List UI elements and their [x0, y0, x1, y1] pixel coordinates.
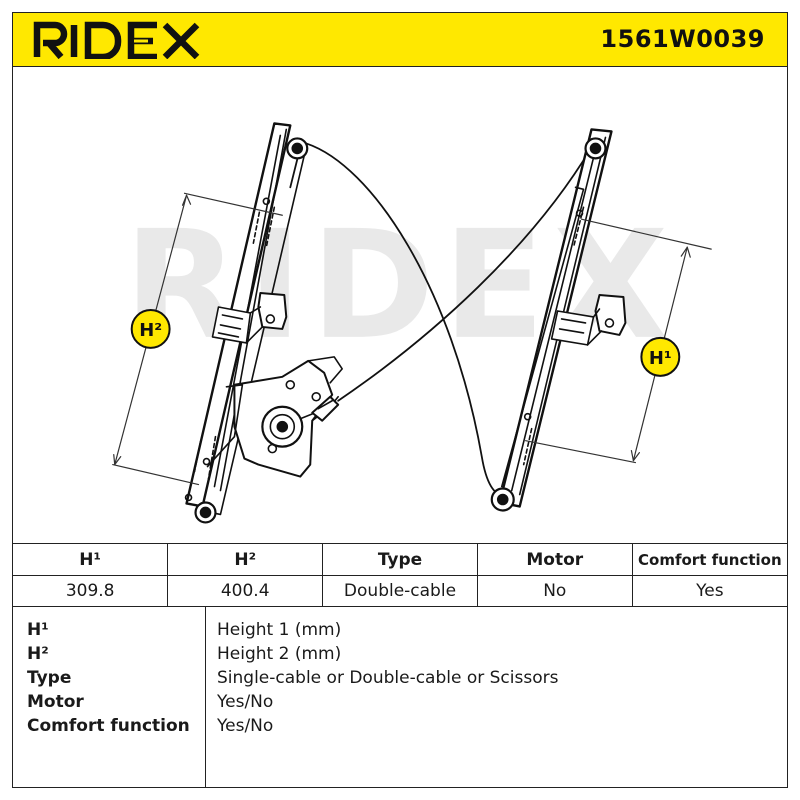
spec-header-h1: H¹ [13, 543, 169, 576]
spec-value-h2: 400.4 [167, 575, 324, 607]
product-sheet: 1561W0039 RIDEX [12, 12, 788, 788]
spec-header-comfort: Comfort function [631, 543, 787, 576]
legend-row: H² Height 2 (mm) [13, 644, 787, 668]
legend-key: H¹ [27, 620, 49, 640]
left-bottom-pulley [184, 493, 217, 524]
legend-value: Single-cable or Double-cable or Scissors [217, 668, 559, 688]
left-glass-clamp [211, 292, 288, 344]
legend-key: Type [27, 668, 72, 688]
legend-value: Yes/No [217, 692, 274, 712]
cable-drum [261, 395, 340, 448]
product-drawing: RIDEX [112, 122, 712, 524]
legend-key: H² [27, 644, 49, 664]
h1-badge-label: H¹ [649, 348, 672, 369]
spec-header-h2: H² [167, 543, 324, 576]
left-top-pulley [286, 137, 309, 160]
spec-value-comfort: Yes [631, 575, 787, 607]
spec-value-row: 309.8 400.4 Double-cable No Yes [13, 575, 787, 607]
legend: H¹ Height 1 (mm) H² Height 2 (mm) Type S… [13, 606, 787, 787]
watermark: RIDEX [124, 199, 677, 373]
legend-value: Height 1 (mm) [217, 620, 342, 640]
spec-header-row: H¹ H² Type Motor Comfort function [13, 543, 787, 576]
spec-value-type: Double-cable [322, 575, 478, 607]
legend-row: H¹ Height 1 (mm) [13, 620, 787, 644]
part-number: 1561W0039 [600, 25, 765, 53]
legend-value: Height 2 (mm) [217, 644, 342, 664]
legend-key: Motor [27, 692, 84, 712]
legend-row: Motor Yes/No [13, 692, 787, 716]
h2-badge-label: H² [139, 320, 162, 341]
spec-table: H¹ H² Type Motor Comfort function 309.8 … [13, 543, 787, 607]
legend-row: Type Single-cable or Double-cable or Sci… [13, 668, 787, 692]
legend-key: Comfort function [27, 716, 190, 736]
spec-value-motor: No [476, 575, 633, 607]
right-bottom-pulley [490, 487, 515, 512]
cables [289, 142, 593, 496]
h2-badge: H² [130, 308, 171, 349]
right-glass-clamp [550, 294, 627, 346]
legend-divider [205, 606, 206, 787]
legend-row: Comfort function Yes/No [13, 716, 787, 740]
spec-header-type: Type [322, 543, 478, 576]
legend-value: Yes/No [217, 716, 274, 736]
ridex-logo [33, 21, 200, 59]
right-top-pulley [584, 137, 607, 160]
spec-value-h1: 309.8 [13, 575, 169, 607]
spec-header-motor: Motor [476, 543, 633, 576]
h1-badge: H¹ [640, 336, 681, 377]
header-bar: 1561W0039 [13, 13, 787, 67]
